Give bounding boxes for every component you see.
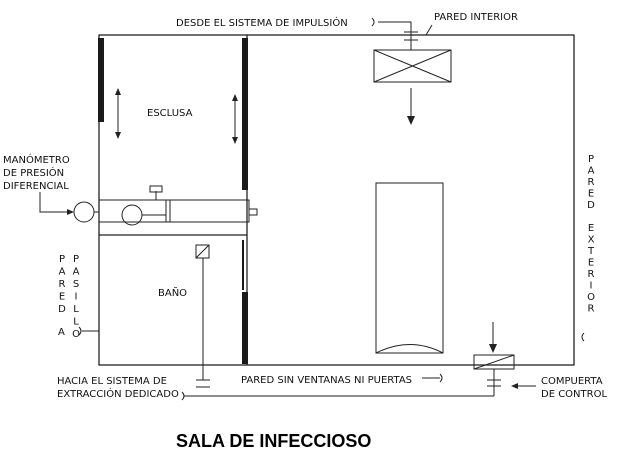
diagram-title: SALA DE INFECCIOSO [176, 431, 371, 451]
col-exterior-letter: R [588, 269, 595, 280]
col-pasillo-letter: I [75, 292, 78, 303]
bano-exhaust-grill [195, 244, 210, 388]
break-symbol-corridor [78, 326, 82, 336]
break-symbol-exterior [581, 332, 585, 342]
col-exterior-letter: R [588, 177, 595, 188]
manometer-gauge [73, 201, 99, 223]
control-damper [473, 322, 515, 396]
damper-label-1: COMPUERTA [541, 376, 603, 387]
col-exterior-letter: I [590, 281, 593, 292]
manometer-leader [39, 192, 70, 213]
supply-diffuser [373, 28, 452, 125]
corridor-label-a: A [58, 327, 65, 338]
col-pasillo-letter: O [72, 329, 80, 340]
bano-label: BAÑO [158, 286, 187, 299]
col-exterior-letter: X [588, 235, 595, 246]
col-pasillo-letter: S [73, 279, 79, 290]
col-pasillo-letter: P [73, 254, 79, 265]
col-pared-letter: E [59, 292, 65, 303]
break-symbol-supply [371, 17, 375, 27]
col-pared-letter: P [59, 254, 65, 265]
col-exterior-letter: D [587, 200, 595, 211]
interior-wall-leader [425, 24, 433, 36]
col-exterior-letter: O [587, 292, 595, 303]
swing-arrow-left [115, 88, 121, 139]
col-pared-letter: A [59, 267, 66, 278]
col-exterior-letter: R [588, 304, 595, 315]
pressure-duct [98, 185, 258, 226]
swing-arrow-right [232, 94, 238, 144]
extraction-label-1: HACIA EL SISTEMA DE [57, 376, 167, 387]
interior-wall-label: PARED INTERIOR [434, 12, 518, 23]
door-bano [242, 292, 248, 364]
door-esclusa-right [242, 38, 248, 190]
patient-bed [375, 182, 444, 354]
door-bano-top [242, 240, 244, 290]
col-exterior-letter: P [588, 154, 594, 165]
break-symbol-extract [181, 391, 185, 401]
col-pared-letter: D [58, 304, 66, 315]
manometer-arrowhead [67, 209, 74, 215]
blank-wall-label: PARED SIN VENTANAS NI PUERTAS [241, 375, 412, 386]
manometer-label-3: DIFERENCIAL [3, 181, 69, 192]
manometer-label-2: DE PRESIÓN [3, 166, 64, 179]
extraction-label-2: EXTRACCIÓN DEDICADO [57, 387, 179, 400]
col-exterior-letter: E [588, 189, 594, 200]
col-pared-letter: R [59, 279, 66, 290]
break-symbol-wall [439, 373, 443, 383]
col-exterior-letter: A [588, 166, 595, 177]
col-exterior-letter: T [587, 246, 595, 257]
col-pasillo-letter: A [73, 267, 80, 278]
col-exterior-letter: E [588, 258, 594, 269]
esclusa-label: ESCLUSA [147, 108, 193, 119]
col-pasillo-letter: L [73, 304, 79, 315]
supply-leader [378, 21, 412, 28]
corridor-wall-label: PARED [58, 254, 66, 315]
damper-arrowhead [511, 383, 518, 389]
col-exterior-letter: E [588, 223, 594, 234]
manometer-label-1: MANÓMETRO [3, 153, 70, 166]
door-esclusa-left [98, 38, 104, 122]
damper-label-2: DE CONTROL [541, 389, 607, 400]
col-pasillo-letter: L [73, 317, 79, 328]
supply-label: DESDE EL SISTEMA DE IMPULSIÓN [176, 16, 348, 29]
